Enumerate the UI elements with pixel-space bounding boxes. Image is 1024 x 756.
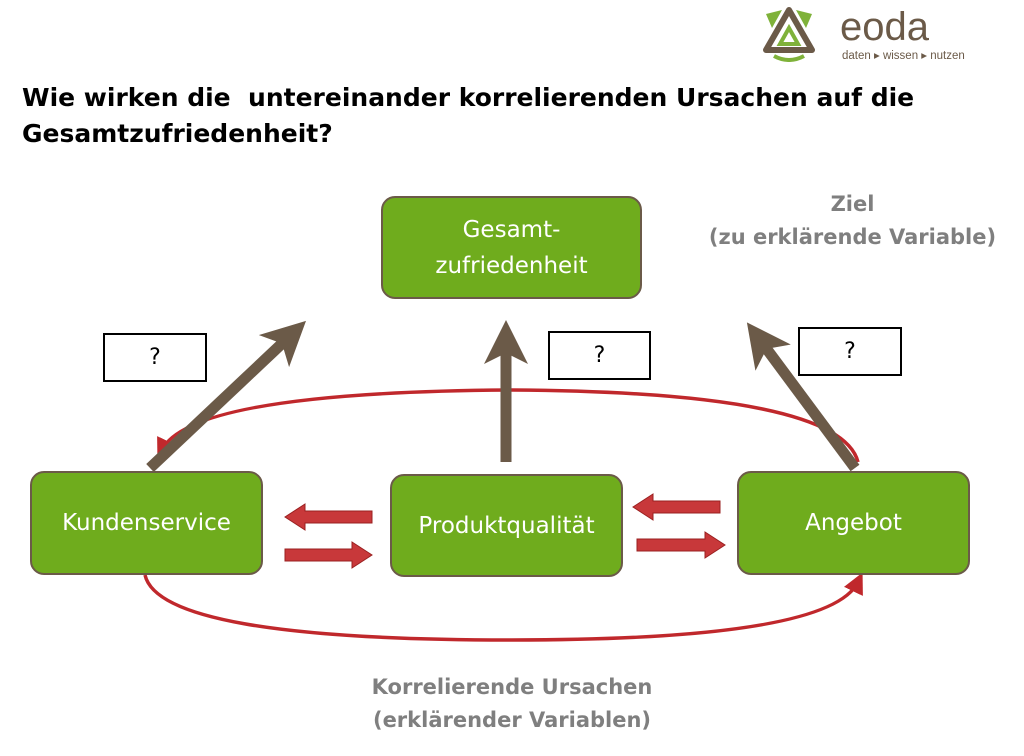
arrow-kundenservice-to-target: [146, 320, 307, 473]
node-gesamtzufriedenheit-line-1: Gesamt-: [462, 216, 561, 243]
arrow-produkt-to-kundenservice: [284, 503, 373, 531]
question-box-kundenservice: ?: [103, 333, 207, 382]
title-line-1: Wie wirken die untereinander korrelieren…: [22, 83, 915, 112]
question-box-produktqualitaet: ?: [548, 331, 651, 380]
node-angebot: Angebot: [737, 471, 970, 575]
target-note-line-1: Ziel: [830, 192, 875, 216]
question-box-angebot: ?: [798, 327, 902, 376]
node-produktqualitaet: Produktqualität: [390, 474, 623, 577]
node-gesamtzufriedenheit: Gesamt- zufriedenheit: [381, 196, 642, 299]
arrow-angebot-to-target: [746, 322, 860, 472]
correlation-arc-bottom: [143, 572, 863, 642]
page-title: Wie wirken die untereinander korrelieren…: [22, 80, 914, 152]
eoda-logo-icon: eoda daten ▸ wissen ▸ nutzen: [763, 5, 965, 62]
cause-note-line-2: (erklärender Variablen): [372, 708, 652, 732]
cause-note: Korrelierende Ursachen (erklärender Vari…: [312, 671, 712, 737]
logo-tagline: daten ▸ wissen ▸ nutzen: [842, 50, 965, 62]
node-kundenservice: Kundenservice: [30, 471, 263, 575]
arrow-produkt-to-angebot: [636, 531, 726, 559]
title-line-2: Gesamtzufriedenheit?: [22, 119, 333, 148]
arrow-angebot-to-produkt: [632, 493, 721, 521]
logo-wordmark: eoda: [840, 6, 930, 49]
arrow-kundenservice-to-produkt: [284, 541, 373, 569]
target-note: Ziel (zu erklärende Variable): [690, 188, 1015, 254]
node-gesamtzufriedenheit-line-2: zufriedenheit: [435, 252, 588, 279]
eoda-logo: eoda daten ▸ wissen ▸ nutzen: [760, 5, 980, 62]
cause-note-line-1: Korrelierende Ursachen: [371, 675, 653, 699]
target-note-line-2: (zu erklärende Variable): [708, 225, 997, 249]
